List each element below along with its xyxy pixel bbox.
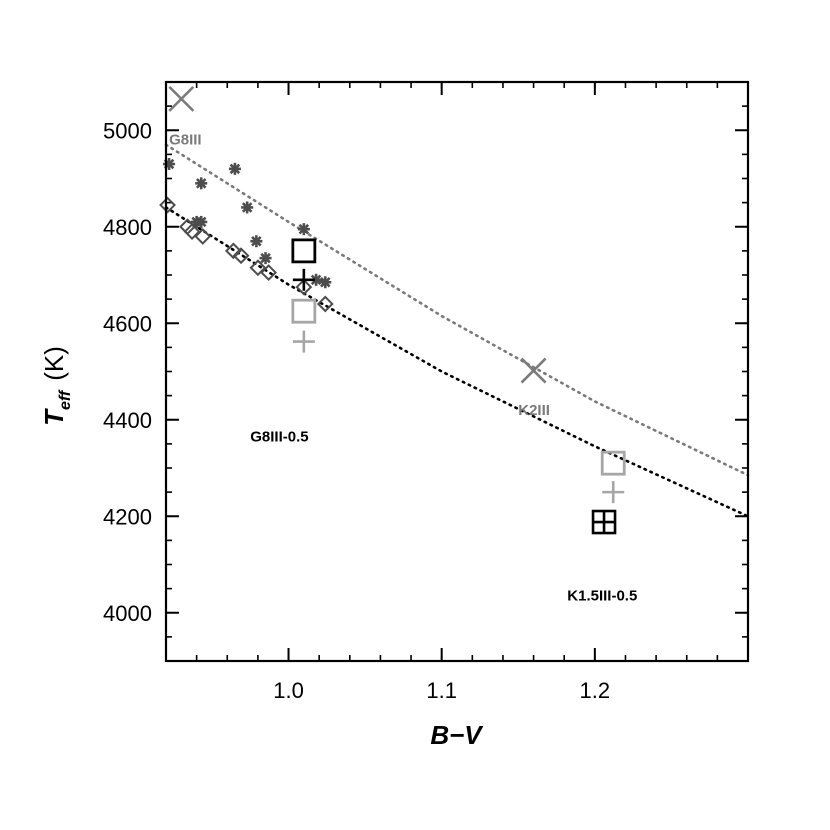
- plot-frame: [164, 80, 750, 663]
- model-line: [164, 143, 750, 477]
- y-axis-title-main: T: [39, 408, 69, 426]
- asterisk-marker: [241, 201, 254, 214]
- square-marker: [600, 450, 626, 476]
- cross-marker: [520, 357, 547, 384]
- asterisk-marker: [228, 162, 241, 175]
- asterisk-marker: [259, 252, 272, 265]
- tick-labels: 1.0 1.1 1.2 4000 4200 4400 4600 4800 5000: [103, 118, 610, 703]
- asterisk-marker: [195, 215, 208, 228]
- plus-marker: [292, 330, 315, 353]
- square-marker: [291, 238, 317, 264]
- diamond-marker: [260, 264, 278, 282]
- diamond-marker: [159, 196, 176, 214]
- x-axis-title: B−V: [430, 720, 484, 750]
- x-tick-label: 1.1: [426, 678, 457, 703]
- y-axis-title: Teff (K): [39, 346, 74, 426]
- plus-marker: [602, 481, 625, 504]
- annotation-label: K1.5III-0.5: [567, 588, 637, 605]
- plus-marker: [292, 268, 315, 291]
- annotation-label: G8III-0.5: [250, 428, 308, 445]
- annotations: G8III K2III G8III-0.5K1.5III-0.5: [169, 132, 637, 605]
- data-markers: [159, 85, 626, 535]
- asterisk-marker: [163, 158, 176, 171]
- y-axis-title-sub: eff: [57, 389, 74, 410]
- asterisk-marker: [250, 235, 263, 248]
- boxplus-marker: [591, 509, 617, 535]
- diamond-marker: [224, 242, 242, 260]
- asterisk-marker: [297, 223, 310, 236]
- model-line: [164, 206, 750, 518]
- y-tick-label: 4400: [103, 408, 152, 433]
- asterisk-marker: [319, 276, 332, 289]
- fit-lines: [164, 143, 750, 518]
- svg-text:Teff(K): Teff (K): [39, 346, 74, 426]
- annotation-label: K2III: [518, 402, 550, 419]
- axis-ticks: [165, 81, 749, 662]
- y-tick-label: 4000: [103, 601, 152, 626]
- diamond-marker: [249, 259, 267, 277]
- diamond-marker: [295, 278, 313, 296]
- y-axis-title-unit: (K): [39, 346, 69, 381]
- x-tick-label: 1.0: [273, 678, 304, 703]
- cross-marker: [168, 85, 195, 112]
- asterisk-marker: [195, 177, 208, 190]
- y-tick-label: 5000: [103, 118, 152, 143]
- diamond-marker: [316, 295, 334, 313]
- y-tick-label: 4200: [103, 504, 152, 529]
- y-tick-label: 4800: [103, 215, 152, 240]
- diamond-marker: [194, 227, 212, 245]
- diamond-marker: [183, 223, 201, 240]
- x-tick-label: 1.2: [580, 678, 611, 703]
- square-marker: [291, 298, 317, 324]
- annotation-label: G8III: [169, 132, 202, 149]
- y-tick-label: 4600: [103, 311, 152, 336]
- diamond-marker: [232, 247, 250, 265]
